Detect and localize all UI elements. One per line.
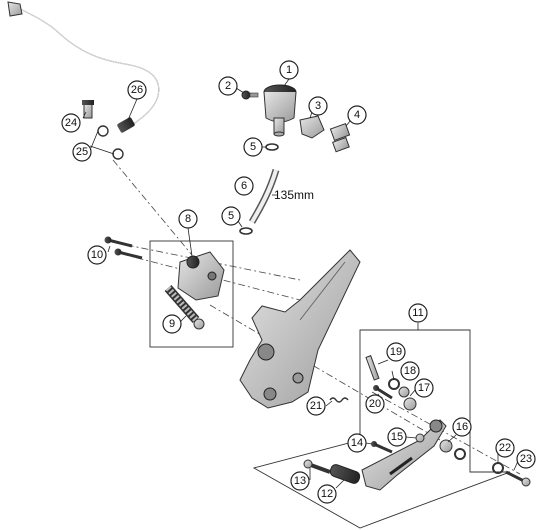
svg-text:2: 2 (225, 80, 231, 92)
hose-clamp-upper (265, 143, 279, 151)
callout-19: 19 (386, 342, 406, 362)
reservoir-bracket (299, 115, 325, 139)
footrest-bracket (239, 249, 361, 409)
svg-text:9: 9 (169, 318, 175, 330)
svg-text:13: 13 (294, 475, 306, 487)
callout-1: 1 (279, 60, 299, 80)
svg-text:19: 19 (390, 346, 402, 358)
callout-5-upper: 5 (243, 137, 263, 157)
callout-5-lower: 5 (221, 206, 241, 226)
callout-2: 2 (218, 76, 238, 96)
push-rod (164, 285, 205, 330)
svg-text:22: 22 (499, 442, 511, 454)
sealing-washer-lower (112, 148, 124, 160)
callout-20: 20 (365, 394, 385, 414)
svg-text:6: 6 (241, 180, 247, 192)
svg-text:11: 11 (412, 307, 423, 319)
pivot-bolt (373, 385, 393, 400)
brake-fluid-reservoir (263, 84, 297, 137)
svg-text:12: 12 (321, 488, 333, 500)
return-spring (329, 397, 349, 403)
svg-text:8: 8 (185, 213, 191, 225)
bracket-fasteners (329, 122, 351, 153)
pivot-pin (365, 355, 380, 381)
svg-text:17: 17 (418, 382, 430, 394)
svg-text:5: 5 (228, 210, 234, 222)
group-box-brake-cylinder (149, 240, 234, 348)
svg-text:24: 24 (65, 117, 77, 129)
brake-pedal (361, 419, 447, 491)
callout-23: 23 (516, 449, 536, 469)
pivot-nut (398, 386, 417, 411)
axis-line-pedal (371, 391, 521, 475)
callout-15: 15 (387, 427, 407, 447)
sealing-washer-upper (97, 125, 109, 137)
hose-length-label: 135mm (274, 188, 314, 202)
svg-text:21: 21 (310, 400, 322, 412)
reservoir-screw (241, 90, 259, 100)
callout-25: 25 (72, 142, 92, 162)
callout-21: 21 (306, 396, 326, 416)
pivot-bushing (388, 378, 400, 390)
line-clip (117, 117, 135, 133)
bushing-15 (415, 433, 425, 443)
washer-22 (492, 462, 504, 474)
callout-17: 17 (414, 378, 434, 398)
callout-10: 10 (87, 245, 107, 265)
svg-text:10: 10 (91, 249, 103, 261)
axis-line-hose (112, 159, 193, 256)
pedal-bolt (505, 470, 531, 487)
callout-8: 8 (178, 209, 198, 229)
svg-text:25: 25 (76, 146, 88, 158)
callout-4: 4 (347, 105, 367, 125)
svg-text:23: 23 (520, 453, 532, 465)
callout-26: 26 (127, 80, 147, 100)
hose-clamp-lower (239, 227, 253, 235)
svg-text:1: 1 (286, 64, 292, 76)
svg-text:18: 18 (404, 365, 416, 377)
adjust-screw (371, 441, 393, 454)
banjo-fitting (7, 1, 23, 17)
brake-line-highlight (13, 5, 160, 129)
svg-text:20: 20 (369, 398, 381, 410)
banjo-bolt (82, 100, 94, 119)
group-box-pedal-assembly (252, 329, 511, 529)
callout-12: 12 (317, 484, 337, 504)
callout-6: 6 (234, 176, 254, 196)
svg-text:14: 14 (351, 437, 363, 449)
callout-13: 13 (290, 471, 310, 491)
callout-18: 18 (400, 361, 420, 381)
svg-text:4: 4 (354, 109, 360, 121)
svg-text:5: 5 (250, 141, 256, 153)
bushing-16 (439, 439, 466, 460)
callout-22: 22 (495, 438, 515, 458)
svg-text:3: 3 (315, 100, 321, 112)
svg-text:15: 15 (391, 431, 403, 443)
callout-9: 9 (162, 314, 182, 334)
master-cylinder (177, 251, 225, 301)
mounting-screws (104, 236, 143, 260)
callout-11: 11 (408, 303, 428, 323)
svg-text:16: 16 (456, 421, 468, 433)
pedal-step-bolt (303, 459, 331, 474)
callout-3: 3 (308, 96, 328, 116)
callout-24: 24 (61, 113, 81, 133)
callout-14: 14 (347, 433, 367, 453)
callout-16: 16 (452, 417, 472, 437)
pedal-step (329, 464, 361, 484)
svg-text:26: 26 (131, 84, 143, 96)
